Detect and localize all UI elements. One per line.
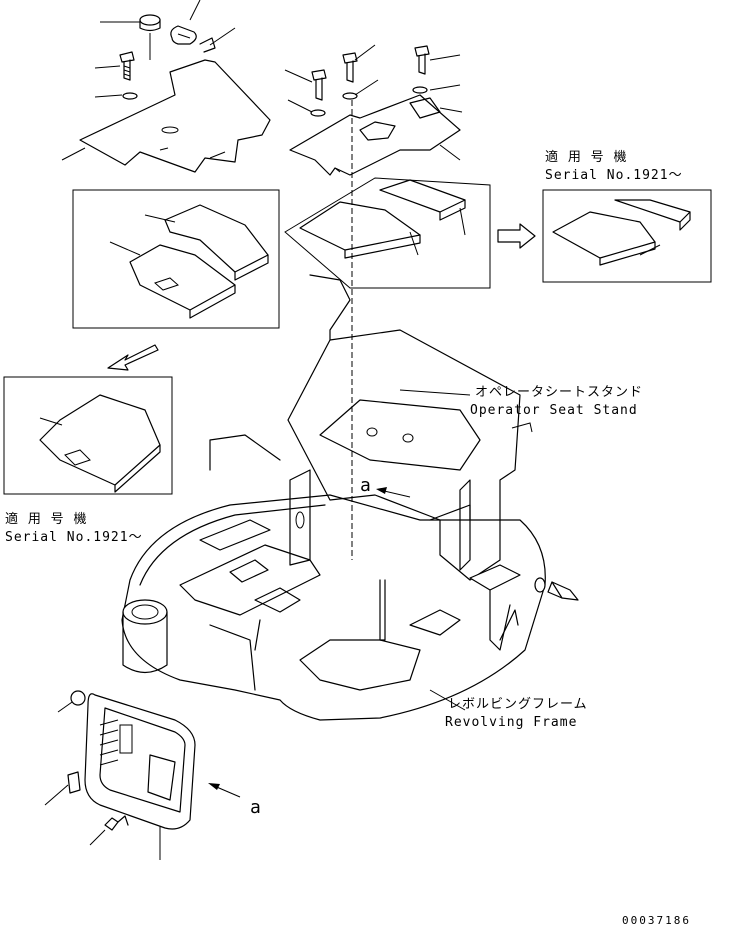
front-cover: [67, 690, 196, 831]
serial-top-jp: 適 用 号 機: [545, 150, 628, 165]
serial-box-right: [542, 189, 712, 283]
leader-lines: [39, 0, 661, 860]
seat-stand-en: Operator Seat Stand: [470, 403, 638, 418]
cap-part: [139, 14, 161, 60]
clip-part: [170, 25, 216, 53]
top-left-plate: [79, 59, 271, 173]
revolving-frame: [121, 274, 579, 721]
bolt-left: [119, 51, 138, 100]
frame-en: Revolving Frame: [445, 715, 578, 730]
serial-box-left: [3, 376, 173, 495]
mat-box-left: [72, 189, 280, 329]
frame-jp: レボルビングフレーム: [448, 697, 588, 712]
seat-stand-leader: [511, 422, 533, 433]
arrow-to-left-box: [107, 344, 159, 371]
view-a-arrow-label: a: [250, 797, 262, 818]
top-right-plate: [289, 94, 461, 176]
arrow-to-serial-box: [497, 223, 536, 249]
serial-left-jp: 適 用 号 機: [5, 512, 88, 527]
bolts-right: [310, 45, 441, 119]
view-a-mark: a: [360, 475, 372, 496]
serial-left-en: Serial No.1921～: [5, 530, 143, 545]
document-number: 00037186: [622, 914, 691, 927]
seat-stand-jp: オペレータシートスタンド: [475, 385, 644, 400]
view-arrow-a: [208, 783, 241, 798]
view-arrow-a-upper: [376, 487, 411, 498]
mat-box-center: [284, 177, 491, 289]
serial-top-en: Serial No.1921～: [545, 168, 683, 183]
